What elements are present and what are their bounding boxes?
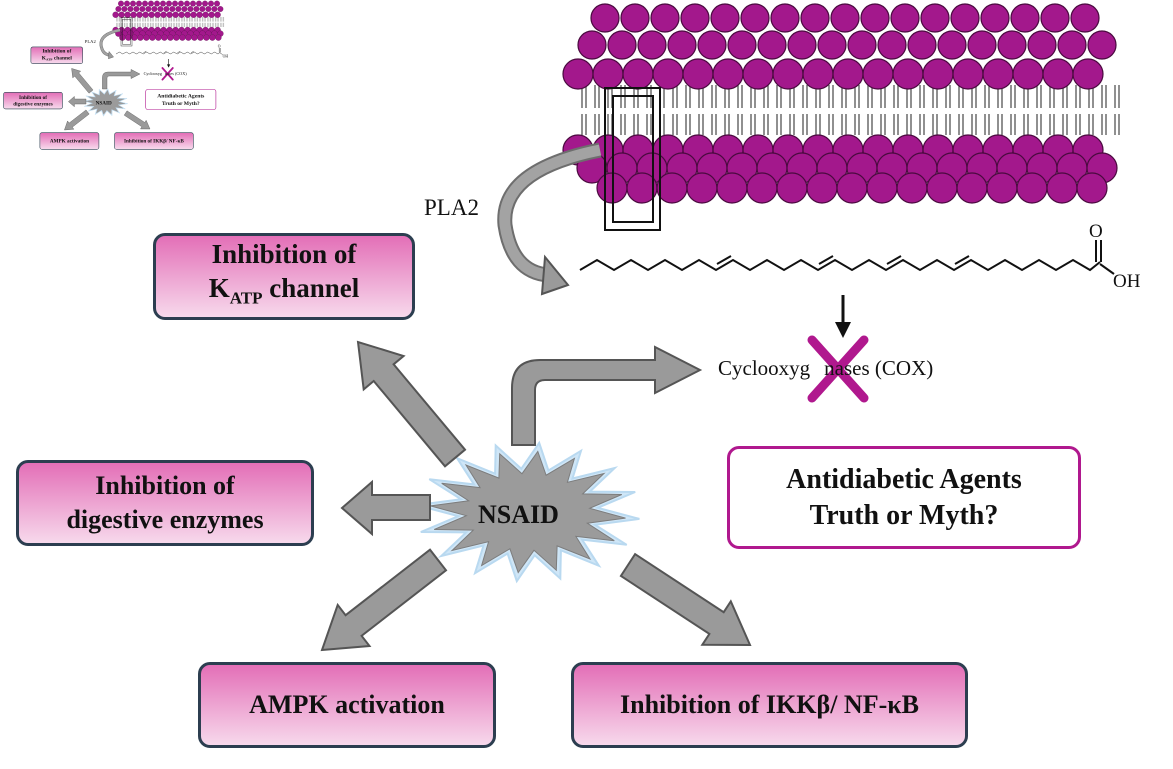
- lipid-bilayer-icon: [112, 0, 225, 41]
- arrow-to-ampk: [320, 548, 448, 652]
- arrow-to-ampk: [64, 109, 90, 131]
- down-arrow-icon: [167, 59, 171, 68]
- arrow-to-ikk: [123, 110, 151, 130]
- digestive-line2: digestive enzymes: [66, 505, 264, 534]
- katp-channel-box: Inhibition of KATP channel: [30, 46, 84, 64]
- digestive-enzymes-box: Inhibition of digestive enzymes: [3, 92, 63, 110]
- cox-label-start: Cyclooxyg: [718, 356, 811, 380]
- ikk-nfkb-box: Inhibition of IKKβ/ NF-κB: [114, 132, 194, 150]
- starburst-icon: [416, 440, 640, 584]
- title-line1: Antidiabetic Agents: [157, 92, 205, 99]
- digestive-line1: Inhibition of: [95, 471, 235, 500]
- cox-label-start: Cyclooxyg: [143, 71, 163, 76]
- selection-rect-icon: [120, 17, 133, 47]
- cox-label-end: nases (COX): [164, 71, 187, 76]
- hydroxyl-label: OH: [222, 54, 229, 59]
- digestive-enzymes-box: Inhibition of digestive enzymes: [16, 460, 314, 546]
- carbonyl-oxygen-label: O: [1089, 221, 1103, 242]
- cross-icon: [807, 335, 869, 403]
- title-line1: Antidiabetic Agents: [786, 463, 1022, 495]
- down-arrow-icon: [835, 295, 851, 338]
- starburst-icon: [83, 88, 128, 117]
- carbonyl-oxygen-label: O: [217, 44, 221, 49]
- arrow-to-cox: [511, 345, 703, 446]
- arrow-to-ikk: [619, 552, 752, 647]
- katp-line2: KATP channel: [208, 273, 360, 308]
- arrow-to-cox: [102, 69, 141, 90]
- katp-line1: Inhibition of: [211, 239, 357, 270]
- title-line2: Truth or Myth?: [809, 499, 999, 531]
- hydroxyl-label: OH: [1113, 271, 1141, 292]
- digestive-line1: Inhibition of: [19, 94, 47, 100]
- katp-line1: Inhibition of: [42, 47, 72, 54]
- nsaid-label: NSAID: [478, 500, 559, 529]
- pla2-label: PLA2: [84, 39, 96, 44]
- arrow-to-digestive: [68, 95, 87, 108]
- curved-arrow-icon: [99, 28, 121, 60]
- digestive-line2: digestive enzymes: [13, 101, 53, 107]
- katp-line2: KATP channel: [41, 54, 72, 62]
- fatty-acid-structure-icon: [115, 48, 223, 55]
- selection-rect-icon: [604, 87, 661, 231]
- ampk-activation-box: AMPK activation: [39, 132, 100, 150]
- diagram-graphics: [64, 0, 225, 131]
- cox-label: Cyclooxyg nases (COX): [718, 356, 933, 381]
- title-line2: Truth or Myth?: [161, 99, 200, 107]
- antidiabetic-title-box: Antidiabetic Agents Truth or Myth?: [145, 89, 217, 110]
- pla2-label: PLA2: [424, 195, 479, 220]
- arrow-to-digestive: [340, 479, 431, 537]
- lipid-bilayer-icon: [562, 3, 1125, 204]
- ampk-activation-box: AMPK activation: [198, 662, 496, 748]
- katp-channel-box: Inhibition of KATP channel: [153, 233, 415, 320]
- arrow-to-katp: [71, 68, 94, 94]
- arrow-to-katp: [356, 340, 467, 468]
- curved-arrow-icon: [497, 142, 602, 296]
- cox-label-end: nases (COX): [824, 356, 934, 380]
- fatty-acid-structure-icon: [579, 240, 1115, 275]
- nsaid-label: NSAID: [95, 100, 112, 106]
- cross-icon: [161, 67, 174, 81]
- antidiabetic-title-box: Antidiabetic Agents Truth or Myth?: [727, 446, 1081, 549]
- ikk-nfkb-box: Inhibition of IKKβ/ NF-κB: [571, 662, 968, 748]
